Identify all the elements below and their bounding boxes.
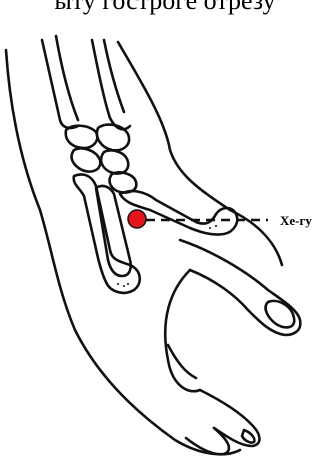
palm-inner-line bbox=[165, 270, 200, 391]
finger-outline-1 bbox=[200, 390, 260, 446]
carpal-bone-4 bbox=[101, 150, 128, 173]
thumb-outline bbox=[180, 240, 300, 335]
acupoint-marker bbox=[128, 210, 146, 228]
forearm-bone-right-2 bbox=[104, 40, 124, 112]
finger-outline-2 bbox=[186, 428, 229, 454]
forearm-bone-left-2 bbox=[56, 36, 78, 120]
bone-texture-dots bbox=[117, 225, 217, 287]
carpal-bone-2 bbox=[97, 125, 129, 151]
carpal-bone-5 bbox=[110, 172, 137, 192]
acupoint-label: Хе-гу bbox=[280, 213, 312, 228]
cropped-caption-text: ыту гостроге отрезу bbox=[0, 0, 330, 16]
carpal-bone-3 bbox=[72, 148, 101, 171]
finger-nail bbox=[242, 430, 254, 443]
